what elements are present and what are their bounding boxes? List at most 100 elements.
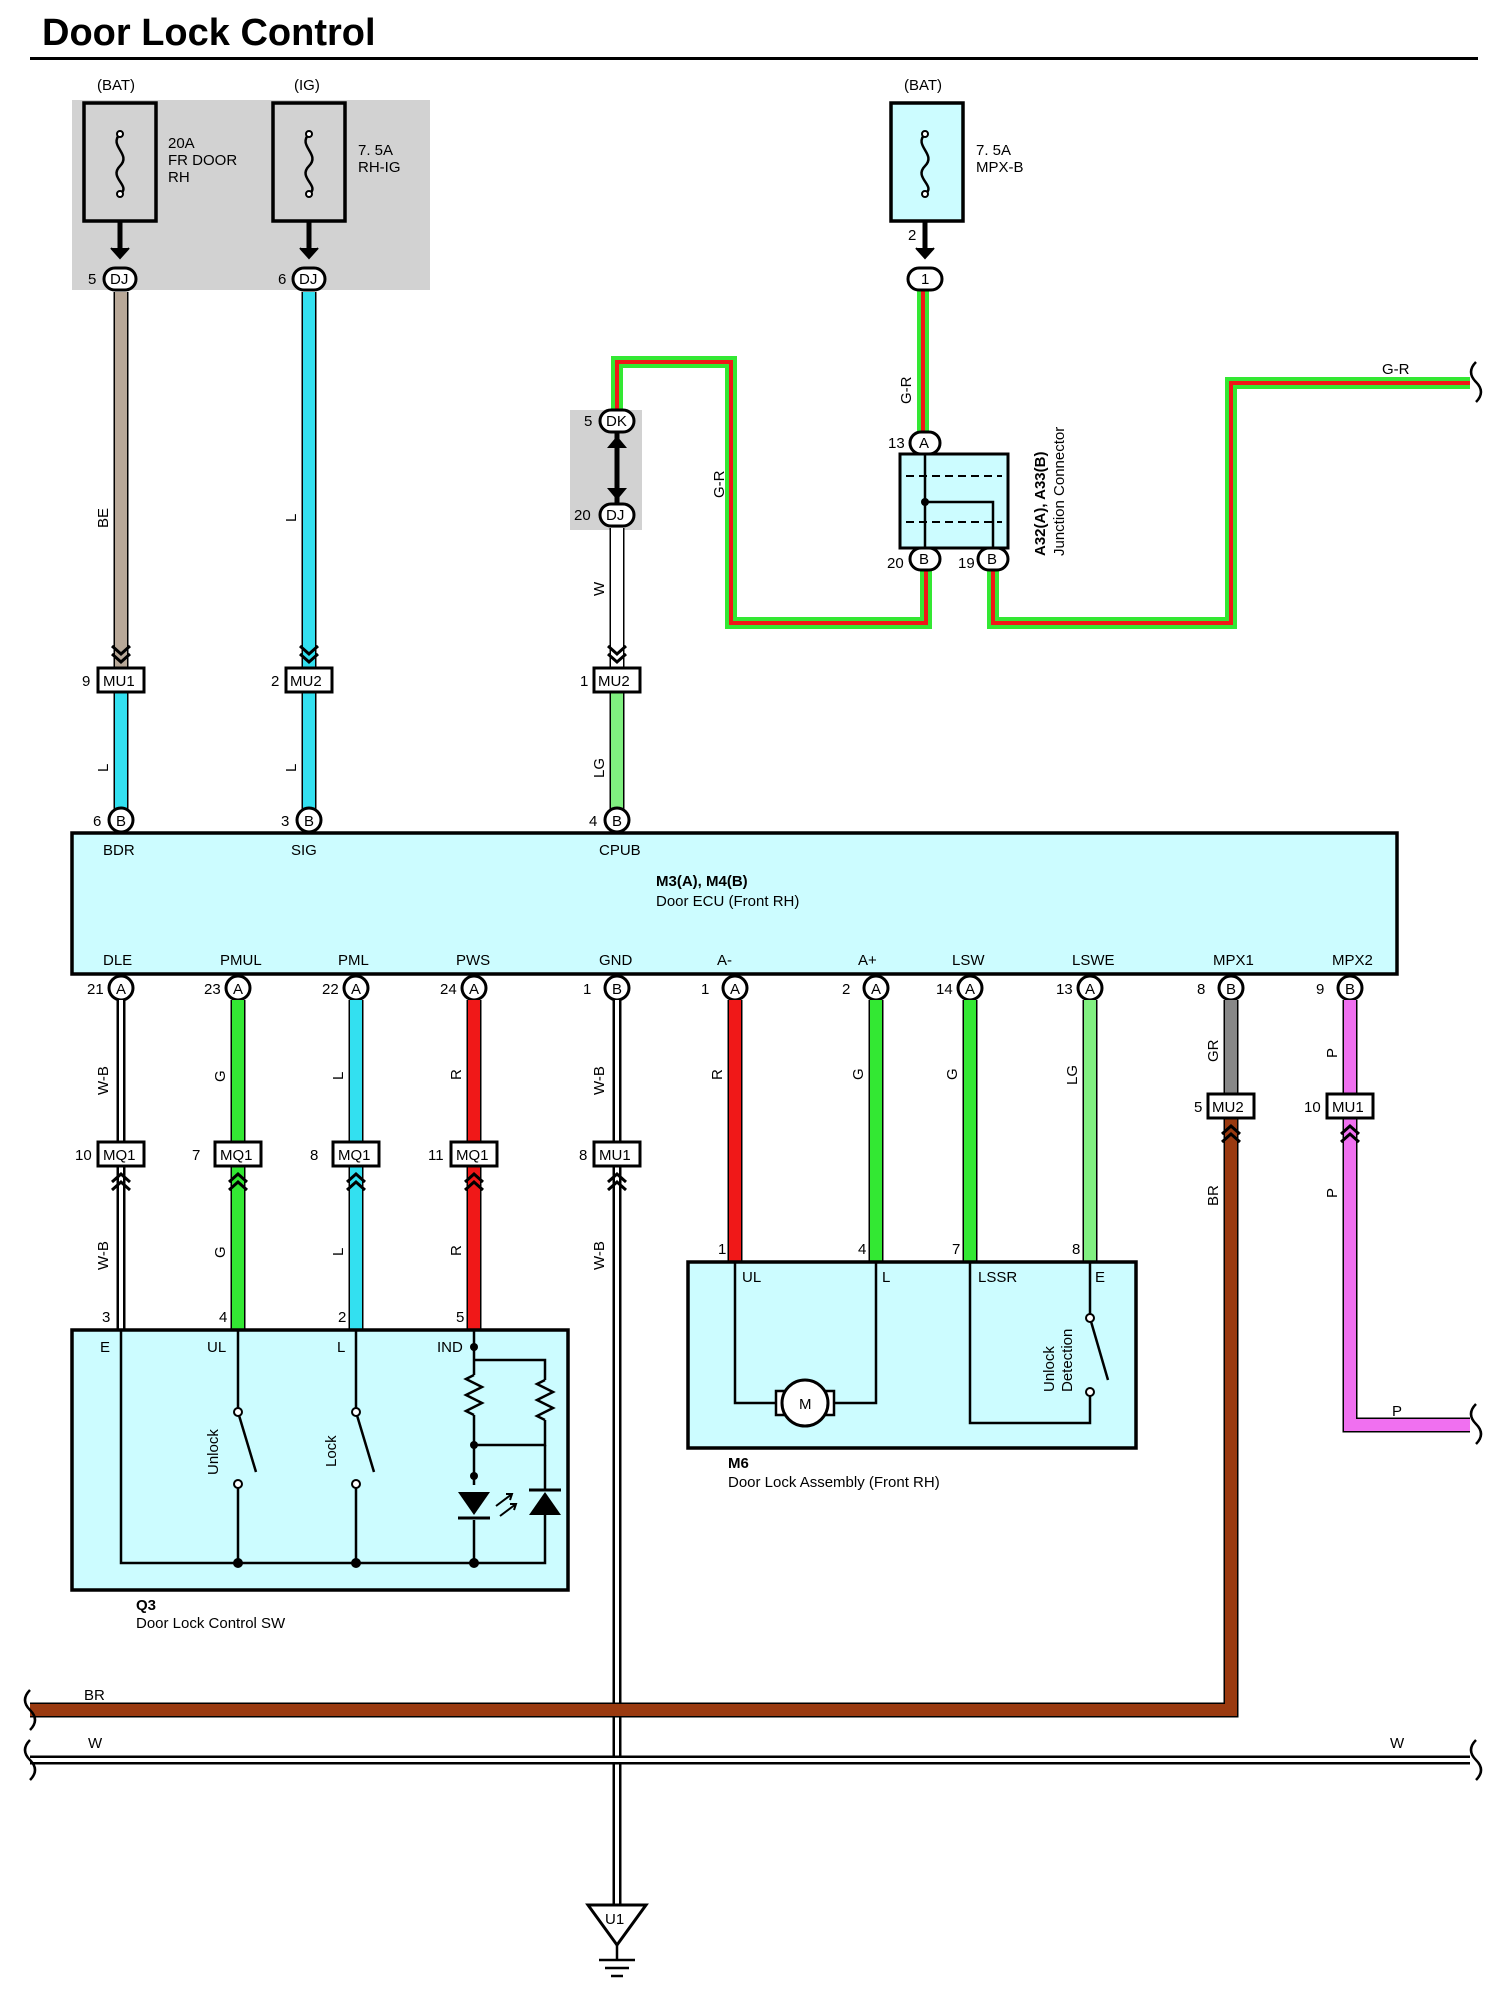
wire-label-r-3: R bbox=[448, 1245, 465, 1256]
m6-term-l: L bbox=[882, 1269, 890, 1286]
jb-dj-conn: DJ bbox=[606, 507, 624, 524]
ecu-top-pin-conn: B bbox=[116, 813, 126, 830]
mu1b-name: MU1 bbox=[1332, 1099, 1364, 1116]
wire-label-w: W bbox=[591, 581, 608, 596]
ecu-bottom-pin-num: 8 bbox=[1197, 981, 1205, 998]
mu1a-pin: 9 bbox=[82, 673, 90, 690]
m6-pin-3: 7 bbox=[952, 1241, 960, 1258]
wire-label-g-4: G bbox=[212, 1246, 229, 1258]
m6-door-lock-assembly: 1 4 7 8 UL L LSSR E M Unlock Detection M… bbox=[686, 1241, 1138, 1491]
ecu-top-pin-label: BDR bbox=[103, 842, 135, 859]
q3-desc: Door Lock Control SW bbox=[136, 1615, 286, 1632]
ground-u1: U1 bbox=[585, 1903, 649, 1978]
junction-connector: A 13 B 20 B 19 A32(A), A33(B) Junction C… bbox=[887, 427, 1068, 572]
wire-label-gr-gray: GR bbox=[1205, 1039, 1222, 1062]
wires-top bbox=[113, 290, 1470, 812]
ecu-bottom-pin-conn: A bbox=[871, 981, 881, 998]
mq1-pin: 7 bbox=[192, 1147, 200, 1164]
fuse-fr-door: (BAT) 20A FR DOOR RH DJ 5 bbox=[82, 77, 237, 292]
ecu-bottom-pin-label: PMUL bbox=[220, 952, 262, 969]
junction-conn-b1: B bbox=[919, 551, 929, 568]
fuse-mpx-b-name: MPX-B bbox=[976, 159, 1024, 176]
q3-name: Q3 bbox=[136, 1597, 156, 1614]
ecu-bottom-pin-num: 1 bbox=[583, 981, 591, 998]
m6-term-lssr: LSSR bbox=[978, 1269, 1017, 1286]
fuse-rh-ig-name: RH-IG bbox=[358, 159, 401, 176]
ecu-bottom-pin-label: MPX2 bbox=[1332, 952, 1373, 969]
ecu-bottom-pin-conn: B bbox=[1226, 981, 1236, 998]
q3-pin-e: 3 bbox=[102, 1309, 110, 1326]
ecu-bottom-pin-label: PML bbox=[338, 952, 369, 969]
ecu-bottom-pin-num: 1 bbox=[701, 981, 709, 998]
ecu-top-pin-conn: B bbox=[612, 813, 622, 830]
ecu-bottom-pin-label: DLE bbox=[103, 952, 132, 969]
mu2b-pin: 1 bbox=[580, 673, 588, 690]
bus-label-w-left: W bbox=[88, 1735, 103, 1752]
ecu-bottom-pin-conn: A bbox=[1085, 981, 1095, 998]
wire-label-l-3: L bbox=[330, 1072, 347, 1080]
mq1-name: MQ1 bbox=[103, 1147, 136, 1164]
ecu-bottom-pin-num: 13 bbox=[1056, 981, 1073, 998]
ecu-bottom-pin-label: MPX1 bbox=[1213, 952, 1254, 969]
m6-motor-label: M bbox=[799, 1396, 812, 1413]
junction-pin-a: 13 bbox=[888, 435, 905, 452]
mu2b-name: MU2 bbox=[598, 673, 630, 690]
mu2c-name: MU2 bbox=[1212, 1099, 1244, 1116]
ecu-top-pin-num: 4 bbox=[589, 813, 597, 830]
mu-connectors-lower: MU1 8 MU2 5 MU1 10 bbox=[579, 1092, 1375, 1192]
jb-dk-dj: DK 5 DJ 20 bbox=[574, 408, 636, 528]
junction-conn-b2: B bbox=[987, 551, 997, 568]
bus-label-w-right: W bbox=[1390, 1735, 1405, 1752]
wire-label-p-2: P bbox=[1324, 1188, 1341, 1198]
ecu-bottom-pin-conn: A bbox=[469, 981, 479, 998]
fuse-mpx-b-rating: 7. 5A bbox=[976, 142, 1011, 159]
wire-label-gr-top: G-R bbox=[898, 376, 915, 404]
junction-conn-a: A bbox=[919, 435, 929, 452]
fuse-rh-ig: (IG) 7. 5A RH-IG DJ 6 bbox=[271, 77, 401, 292]
mu-connectors-top: MU1 9 MU2 2 MU2 1 bbox=[82, 644, 642, 694]
q3-term-ind: IND bbox=[437, 1339, 463, 1356]
wire-label-br: BR bbox=[1205, 1185, 1222, 1206]
ecu-bottom-pin-num: 2 bbox=[842, 981, 850, 998]
ecu-name: M3(A), M4(B) bbox=[656, 873, 748, 890]
wire-label-gr-left: G-R bbox=[711, 470, 728, 498]
ecu-bottom-pin-num: 23 bbox=[204, 981, 221, 998]
q3-pin-l: 2 bbox=[338, 1309, 346, 1326]
m6-detect-1: Unlock bbox=[1041, 1346, 1058, 1392]
m6-term-e: E bbox=[1095, 1269, 1105, 1286]
wire-label-l-2: L bbox=[283, 764, 300, 772]
title-rule bbox=[30, 57, 1478, 60]
ecu-desc: Door ECU (Front RH) bbox=[656, 893, 799, 910]
fuse-fr-door-pin: 5 bbox=[88, 271, 96, 288]
wire-label-be: BE bbox=[95, 508, 112, 528]
wire-label-wb-4: W-B bbox=[591, 1241, 608, 1270]
q3-pin-ind: 5 bbox=[456, 1309, 464, 1326]
q3-pin-ul: 4 bbox=[219, 1309, 227, 1326]
fuse-fr-door-name2: RH bbox=[168, 169, 190, 186]
ecu-bottom-pin-conn: A bbox=[351, 981, 361, 998]
fuse-fr-door-conn: DJ bbox=[110, 271, 128, 288]
fuse-fr-door-name1: FR DOOR bbox=[168, 152, 237, 169]
wire-label-p-1: P bbox=[1324, 1048, 1341, 1058]
q3-term-l: L bbox=[337, 1339, 345, 1356]
mu2a-name: MU2 bbox=[290, 673, 322, 690]
mq1-pin: 8 bbox=[310, 1147, 318, 1164]
wire-label-l-4: L bbox=[330, 1248, 347, 1256]
ecu-bottom-pin-conn: A bbox=[730, 981, 740, 998]
bus-label-br: BR bbox=[84, 1687, 105, 1704]
jb-dk-pin: 5 bbox=[584, 413, 592, 430]
ecu-bottom-pin-num: 14 bbox=[936, 981, 953, 998]
ecu-bottom-pin-label: LSWE bbox=[1072, 952, 1115, 969]
wire-label-g-3: G bbox=[944, 1068, 961, 1080]
wires-bottom bbox=[30, 1000, 1470, 1925]
m6-detect-2: Detection bbox=[1059, 1329, 1076, 1392]
fuse-mpx-b-source: (BAT) bbox=[904, 77, 942, 94]
